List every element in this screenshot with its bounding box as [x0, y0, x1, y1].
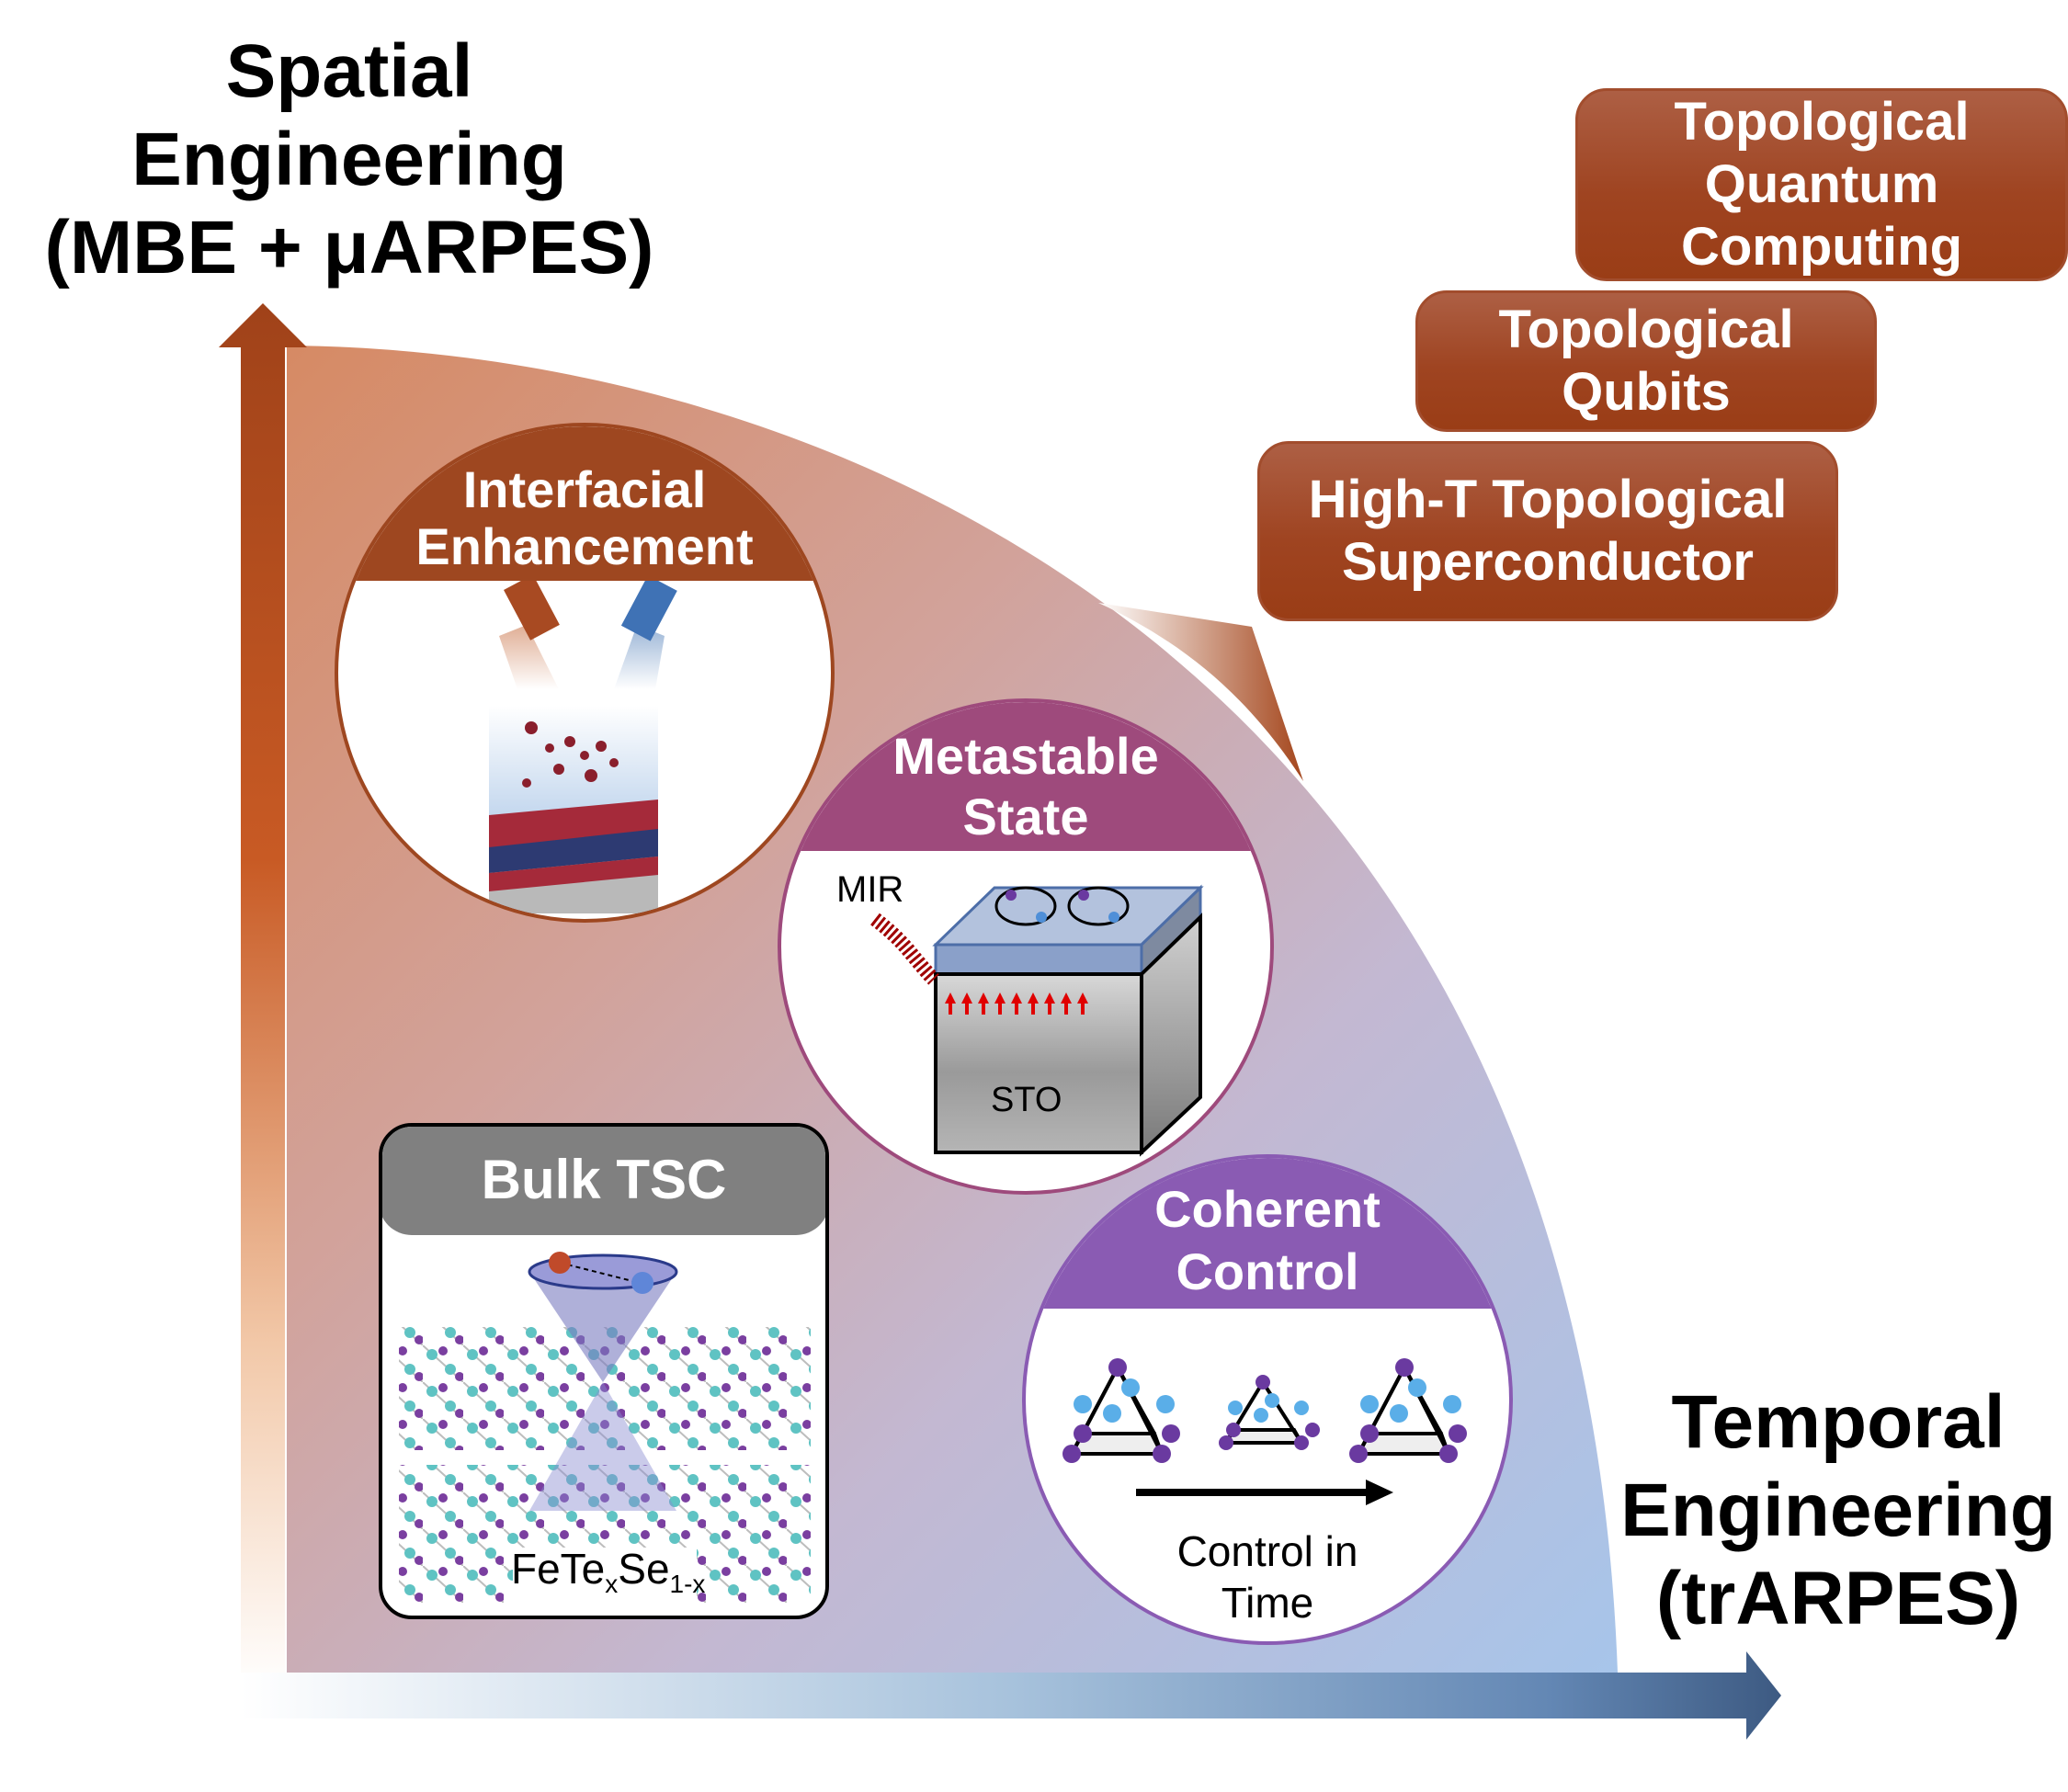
badge-coherent-control: Coherent Control Control in Time: [1022, 1154, 1513, 1645]
time-arrow-icon: [1136, 1480, 1393, 1505]
badge-interfacial-enhancement: Interfacial Enhancement: [335, 423, 835, 923]
badge-metastable-state: Metastable State MIR STO: [778, 698, 1274, 1195]
card-bulk-tsc: Bulk TSC FeTexSe1-x: [379, 1123, 829, 1619]
badge-header: Coherent Control: [1026, 1158, 1509, 1309]
mbe-deposition-icon: [489, 581, 677, 913]
chemical-formula: FeTexSe1-x: [511, 1545, 706, 1599]
control-in-time-caption: Control in Time: [1176, 1527, 1358, 1627]
vertical-axis-arrow: [219, 303, 307, 1691]
mir-label: MIR: [836, 869, 904, 910]
badge-header: Metastable State: [781, 702, 1270, 851]
mir-pulse-icon: [870, 913, 939, 985]
badge-header: Interfacial Enhancement: [338, 426, 831, 581]
progress-pointer: [1098, 603, 1303, 781]
horizontal-axis-title: Temporal Engineering (trARPES): [1620, 1380, 2056, 1640]
lattice-frame-2: [1222, 1380, 1305, 1445]
vertical-axis-title: Spatial Engineering (MBE + μARPES): [44, 29, 654, 289]
lattice-distortion-sequence-icon: [1062, 1358, 1467, 1505]
card-header: Bulk TSC: [382, 1127, 825, 1235]
horizontal-axis-arrow: [241, 1651, 1781, 1740]
sto-substrate-icon: [870, 884, 1204, 1157]
sto-label: STO: [991, 1081, 1062, 1119]
dirac-cone-lattice-icon: [399, 1252, 811, 1605]
crystal-surface: [489, 800, 658, 913]
